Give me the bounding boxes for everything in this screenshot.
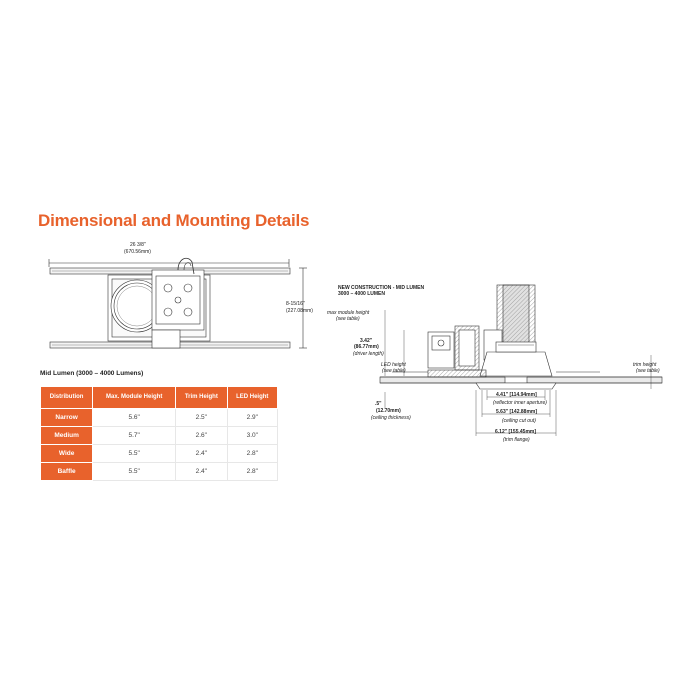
height-dimension-label: 8-15/16": [286, 301, 305, 307]
table-cell: Baffle: [39, 462, 94, 481]
driver-length-dim: 3.42": [360, 338, 373, 344]
width-dimension-label: 26 3/8": [130, 242, 146, 248]
table-cell: 5.5": [92, 462, 177, 481]
max-module-sub: (see table): [336, 316, 360, 322]
table-header-trim-height: Trim Height: [175, 386, 228, 409]
table-cell: Wide: [39, 444, 94, 463]
ceiling-thickness-dim: .5": [375, 401, 382, 407]
section-heading-line2: 3000 – 4000 LUMEN: [338, 291, 385, 297]
width-dimension-mm: (670.56mm): [124, 249, 151, 255]
table-header-led-height: LED Height: [226, 386, 278, 409]
section-heading-line1: NEW CONSTRUCTION - MID LUMEN: [338, 285, 425, 291]
table-header-distribution: Distribution: [39, 386, 94, 409]
page-title: Dimensional and Mounting Details: [38, 211, 310, 230]
led-height-sub: (see table): [382, 368, 406, 374]
ceiling-cutout-sub: (ceiling cut out): [502, 418, 536, 424]
trim-height-label: trim height: [633, 362, 657, 368]
reflector-aperture-dim: 4.41" [114.94mm]: [496, 392, 537, 398]
table-subtitle: Mid Lumen (3000 – 4000 Lumens): [40, 370, 144, 377]
ceiling-thickness-mm: (12.70mm): [376, 408, 401, 414]
mid-lumen-table: Distribution Max. Module Height Trim Hei…: [39, 386, 278, 481]
trim-height-sub: (see table): [636, 368, 660, 374]
ceiling-cutout-dim: 5.63" [142.88mm]: [496, 409, 538, 415]
max-module-label: max module height: [327, 310, 370, 316]
table-header-max-module-height: Max. Module Height: [92, 386, 177, 409]
reflector-aperture-sub: (reflector inner aperture): [493, 400, 547, 406]
table-header-row: Distribution Max. Module Height Trim Hei…: [39, 386, 278, 409]
driver-length-sub: (driver length): [353, 351, 384, 357]
trim-flange-sub: (trim flange): [503, 437, 530, 443]
table-row: Narrow 5.6" 2.5" 2.9": [39, 408, 278, 427]
ceiling-thickness-sub: (ceiling thickness): [371, 415, 411, 421]
height-dimension-mm: (227.08mm): [286, 308, 313, 314]
table-row: Baffle 5.5" 2.4" 2.8": [39, 462, 278, 481]
led-height-label: LED height: [381, 362, 406, 368]
table-cell: 2.8": [226, 462, 278, 481]
trim-flange-dim: 6.12" [155.45mm]: [495, 429, 537, 435]
driver-length-mm: (86.77mm): [354, 344, 379, 350]
table-cell: 2.4": [175, 462, 228, 481]
table-row: Medium 5.7" 2.6" 3.0": [39, 426, 278, 445]
table-row: Wide 5.5" 2.4" 2.8": [39, 444, 278, 463]
